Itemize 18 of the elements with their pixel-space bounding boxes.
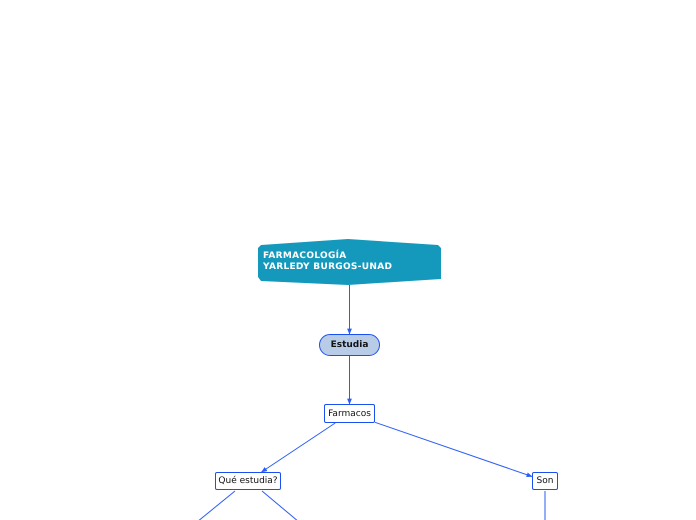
arrow	[261, 422, 336, 472]
connector-line	[544, 490, 546, 520]
process-box	[532, 472, 558, 490]
node-text: Qué estudia?	[218, 476, 278, 486]
process-box	[215, 472, 281, 490]
node-label: Estudia	[330, 340, 368, 350]
node-text: Farmacos	[328, 408, 371, 418]
rounded-node	[319, 334, 380, 356]
title-text: YARLEDY BURGOS-UNAD	[263, 262, 392, 273]
arrow	[374, 422, 533, 478]
connector-line	[196, 490, 236, 520]
arrow	[347, 284, 352, 335]
arrow	[347, 356, 352, 405]
node-text: Son	[536, 476, 554, 486]
hexagon-node	[258, 239, 441, 285]
connector-line	[262, 490, 300, 520]
title-text: FARMACOLOGÍA	[263, 251, 347, 262]
process-box	[324, 404, 375, 423]
